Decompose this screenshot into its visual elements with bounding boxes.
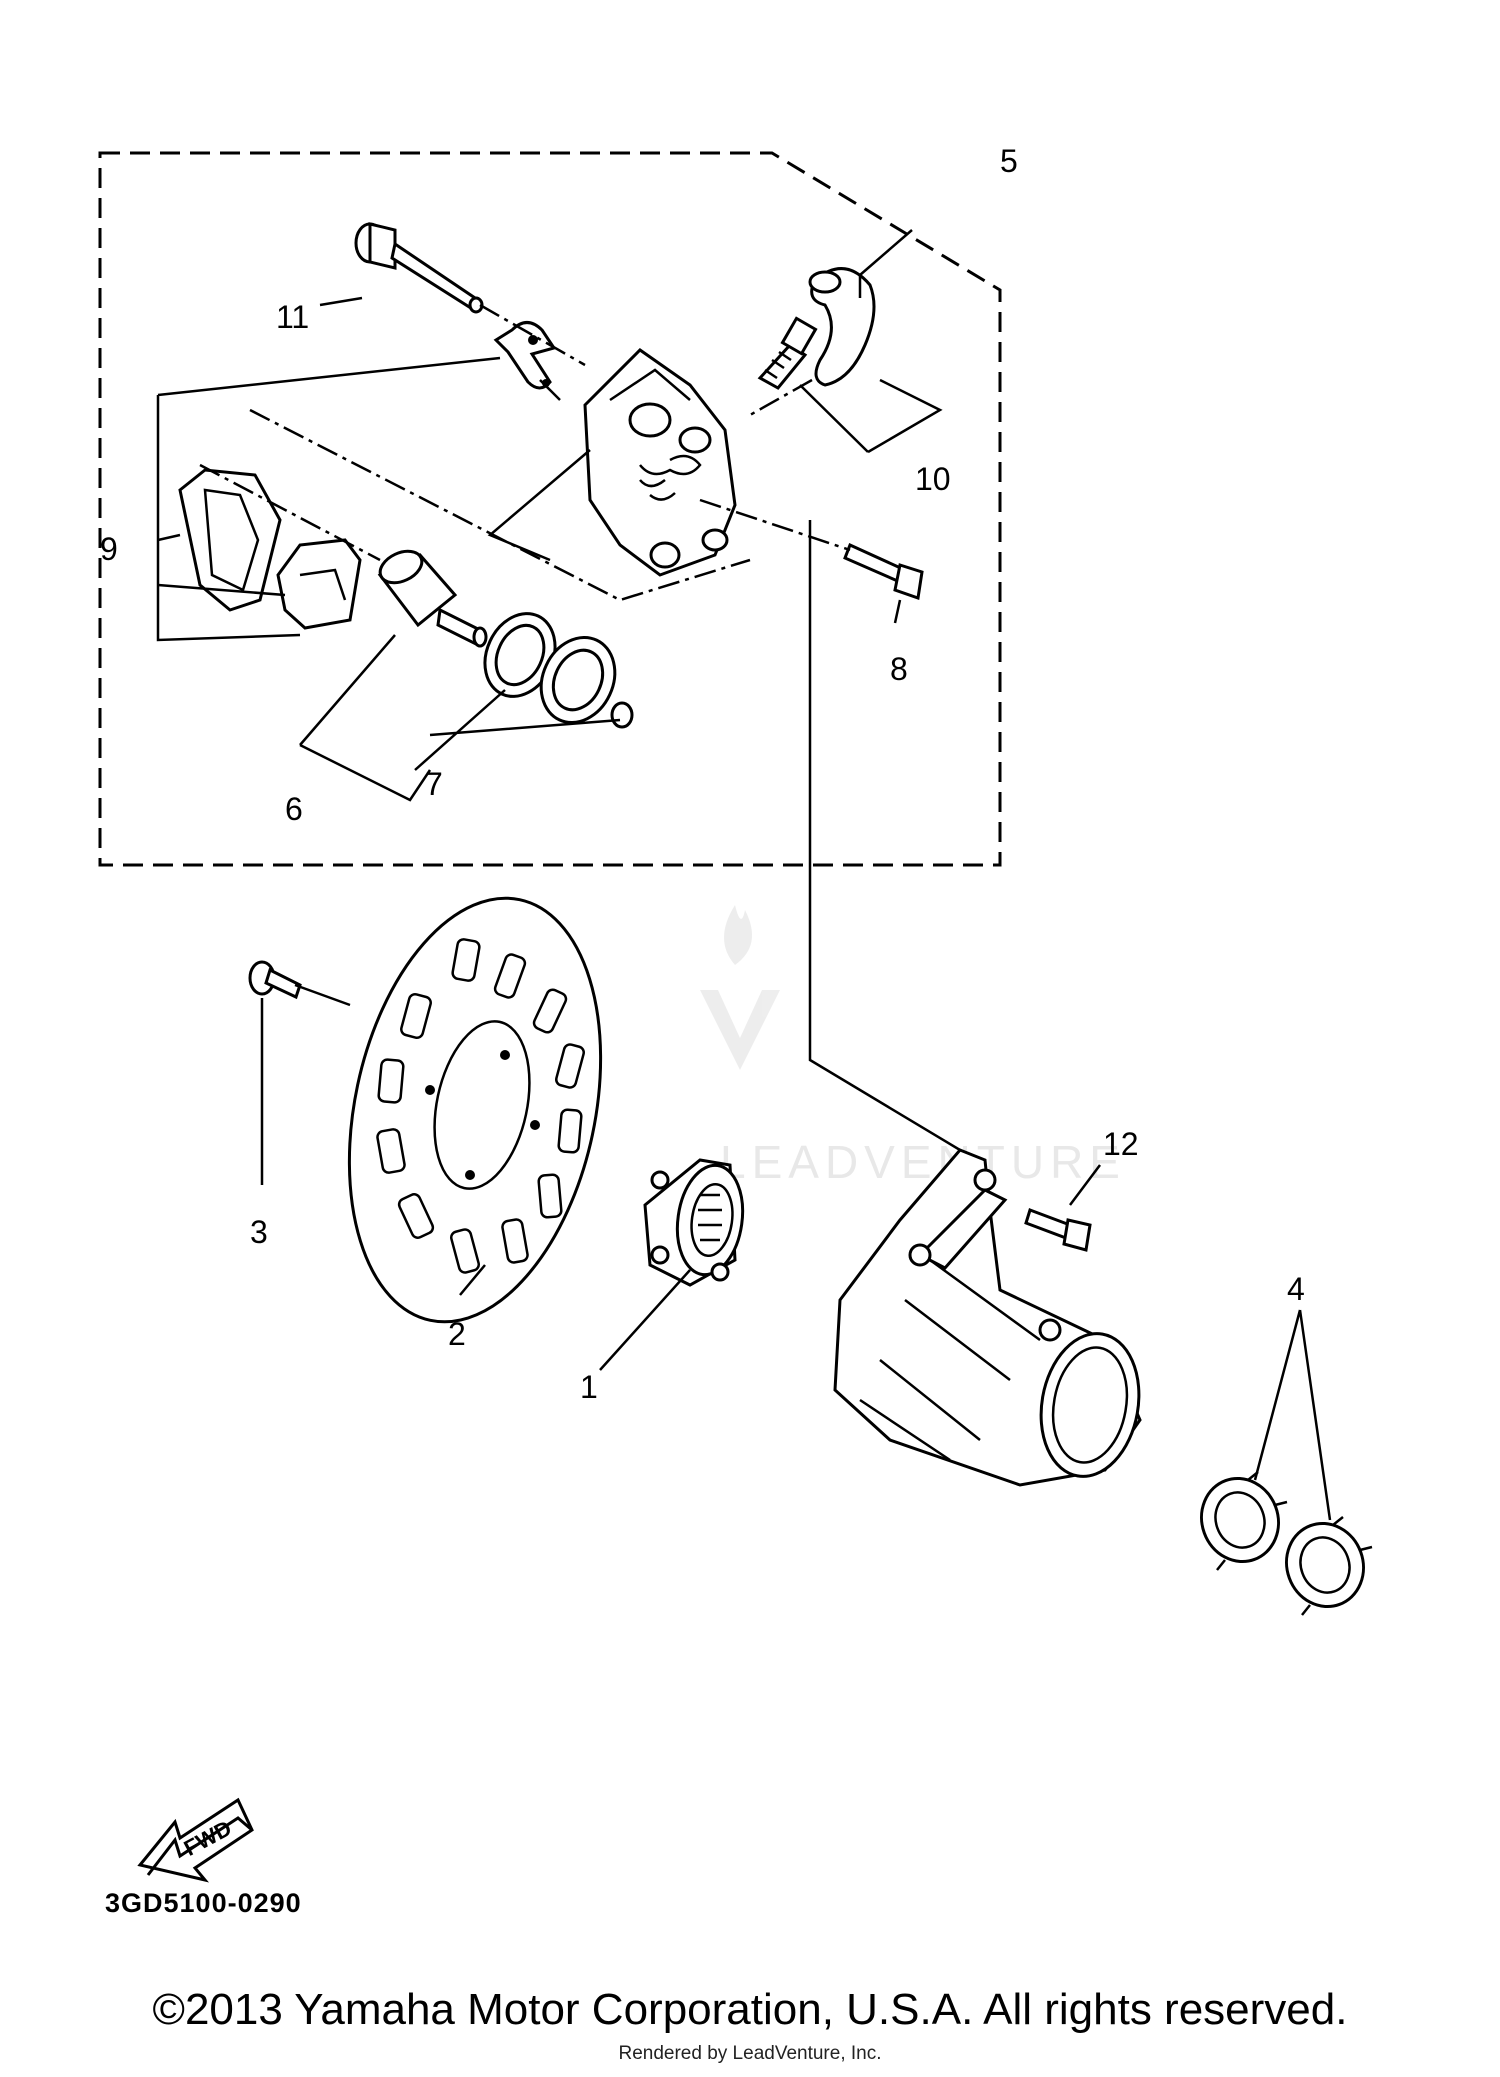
diagram-code: 3GD5100-0290	[105, 1888, 302, 1918]
caliper-bolt	[843, 542, 924, 601]
part-label-4: 4	[1287, 1271, 1305, 1307]
disc-bolt	[248, 960, 302, 1000]
brake-pad-inner	[276, 538, 362, 630]
pad-clip	[493, 321, 557, 390]
axle-nut-1	[1200, 1471, 1288, 1571]
slide-pin	[354, 222, 484, 314]
caliper-piston	[377, 549, 488, 648]
bracket-bolt	[1024, 1208, 1092, 1252]
copyright-notice: ©2013 Yamaha Motor Corporation, U.S.A. A…	[152, 1985, 1348, 2034]
part-label-1: 1	[580, 1369, 598, 1405]
rendered-by: Rendered by LeadVenture, Inc.	[618, 2043, 882, 2064]
brake-disc	[347, 896, 603, 1324]
part-label-10: 10	[915, 461, 951, 497]
watermark-text: LEADVENTURE	[720, 1136, 1126, 1188]
part-label-3: 3	[250, 1214, 268, 1250]
axle-housing	[833, 1148, 1142, 1487]
piston-seals	[483, 612, 634, 729]
part-label-9: 9	[100, 531, 118, 567]
bleed-screw-cap	[808, 267, 876, 387]
part-label-5: 5	[1000, 143, 1018, 179]
part-label-8: 8	[890, 651, 908, 687]
fwd-arrow-icon: FWD	[137, 1797, 254, 1883]
leader-lines	[156, 229, 1332, 1521]
part-label-11: 11	[276, 299, 309, 335]
leadventure-watermark: LEADVENTURE	[700, 905, 1126, 1188]
part-label-2: 2	[448, 1316, 466, 1352]
part-label-7: 7	[425, 766, 443, 802]
caliper-assembly-boundary	[98, 151, 1002, 867]
axle-nut-2	[1285, 1516, 1373, 1616]
caliper-body	[583, 348, 737, 577]
brake-hub	[643, 1158, 745, 1287]
part-label-12: 12	[1103, 1126, 1139, 1162]
bleed-screw	[757, 316, 818, 390]
part-label-6: 6	[285, 791, 303, 827]
